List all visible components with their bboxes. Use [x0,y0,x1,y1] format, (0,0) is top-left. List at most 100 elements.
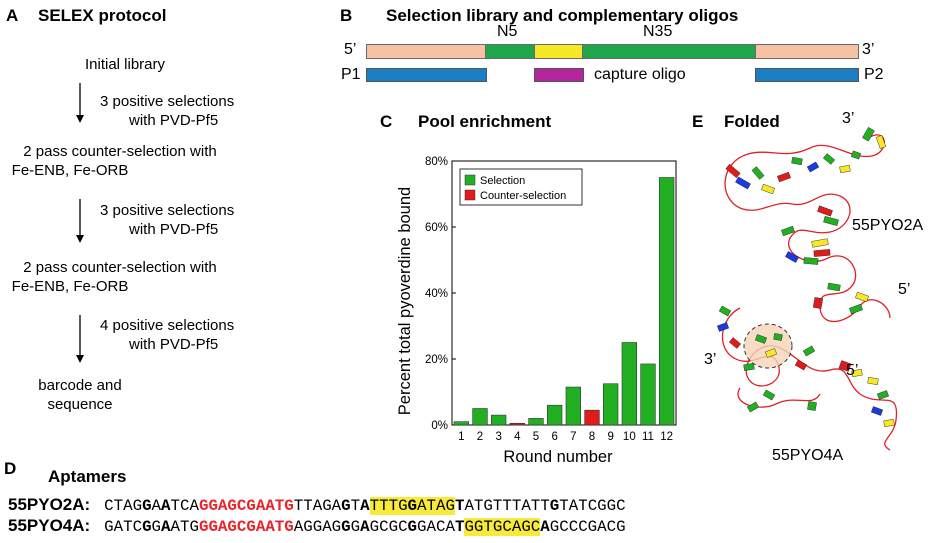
bottom-structure-end-3-label: 3’ [704,351,717,368]
flow-counter-1b: Fe-ENB, Fe-ORB [11,162,129,179]
flow-arrow-3 [76,315,84,363]
sequence-segment: G [341,497,351,515]
x-tick-label: 3 [495,431,501,443]
flow-step-positive-1a: 3 positive selections [100,93,235,110]
p1-label: P1 [341,66,361,83]
bar-selection [547,404,563,426]
sequence-segment: A [161,497,171,515]
y-tick-label: 0% [431,420,448,432]
binding-site-highlight [743,323,793,369]
bar-selection [603,383,619,426]
capture-oligo-bar [534,68,584,82]
top-structure-end-5-label: 5’ [898,281,911,298]
sequence-segment: GGAGCGAATG [198,497,294,515]
x-tick-label: 11 [642,431,654,443]
flow-arrow-2 [76,199,84,243]
p1-oligo-bar [366,68,487,82]
bar-selection [565,386,581,426]
flow-initial-library: Initial library [84,56,166,73]
bar-selection [640,363,656,426]
library-capture-site-segment [534,44,584,59]
x-tick-label: 12 [660,431,673,443]
sequence-segment: GGAGCGAATG [198,518,294,536]
p2-oligo-bar [755,68,859,82]
y-tick-label: 40% [425,288,448,300]
capture-oligo-label: capture oligo [594,66,686,83]
bar-selection [621,342,637,426]
nucleotide-blocks [717,127,895,428]
y-tick-label: 20% [425,354,448,366]
x-tick-label: 1 [458,431,464,443]
y-tick-label: 80% [425,156,448,168]
legend-label: Counter-selection [480,190,566,202]
sequence-segment: GACA [417,518,455,536]
library-primer-3-segment [755,44,859,59]
legend-swatch [464,174,476,186]
panel-a-title: SELEX protocol [38,6,167,25]
panel-c-title: Pool enrichment [418,112,552,131]
panel-b-title: Selection library and complementary olig… [386,6,739,25]
bar-selection [659,177,675,426]
aptamer-2-label: 55PYO4A: [8,516,91,535]
library-primer-5-segment [366,44,487,59]
sequence-segment: TATCGGC [559,497,626,515]
bar-selection [528,418,544,426]
sequence-segment: T [454,518,465,536]
x-axis-label: Round number [503,448,613,465]
bottom-structure-end-5-label: 5’ [846,362,859,379]
panel-d-letter: D [4,459,17,478]
flow-step-positive-3b: with PVD-Pf5 [129,336,219,353]
aptamer-1-label: 55PYO2A: [8,495,91,514]
sequence-segment: G [151,518,162,536]
p2-label: P2 [864,66,884,83]
bottom-structure-name: 55PYO4A [772,447,844,464]
flow-step-positive-3a: 4 positive selections [100,317,235,334]
sequence-segment: G [142,518,152,536]
sequence-segment: ATG [170,518,199,536]
sequence-segment: A [151,497,162,515]
aptamer-2-sequence: GATCGGAATGGGAGCGAATGAGGAGGGAGCGCGGACATGG… [95,518,626,536]
panel-a-letter: A [6,6,19,25]
library-end-5-label: 5’ [344,41,357,58]
bar-selection [472,408,488,426]
sequence-segment: T [350,497,361,515]
legend-swatch [464,189,476,201]
sequence-segment: ATGTTTATT [464,497,550,515]
panel-b-letter: B [340,6,353,25]
flow-step-positive-1b: with PVD-Pf5 [129,112,219,129]
sequence-segment: A [360,518,370,536]
sequence-segment: GCGC [369,518,408,536]
library-end-3-label: 3’ [862,41,875,58]
flow-counter-2a: 2 pass counter-selection with [23,259,217,276]
library-n5-segment [485,44,536,59]
x-tick-label: 4 [514,431,521,443]
sequence-segment: TTAGA [293,497,342,515]
bar-counter-selection [509,423,525,426]
sequence-segment: T [454,497,465,515]
sequence-segment: A [161,518,171,536]
panel-e-title: Folded [724,112,780,131]
panel-d-title: Aptamers [48,467,127,486]
sequence-segment: A [360,497,370,515]
legend-label: Selection [480,175,525,187]
sequence-segment: ATAG [417,497,455,515]
sequence-segment: G [549,497,560,515]
y-axis-label: Percent total pyoverdine bound [396,187,414,415]
flow-counter-2b: Fe-ENB, Fe-ORB [11,278,129,295]
panel-c-letter: C [380,112,393,131]
y-tick-label: 60% [425,222,448,234]
flow-arrow-1 [76,83,84,123]
sequence-segment: CTAG [104,497,143,515]
flow-sequence: sequence [47,396,113,413]
library-n35-segment [582,44,757,59]
top-structure-name: 55PYO2A [852,217,924,234]
flow-step-positive-2b: with PVD-Pf5 [129,221,219,238]
sequence-segment: G [341,518,351,536]
flow-counter-1a: 2 pass counter-selection with [23,143,217,160]
x-tick-label: 2 [477,431,483,443]
sequence-segment: A [540,518,550,536]
x-tick-label: 9 [607,431,613,443]
n35-label: N35 [643,23,673,40]
folded-structures-illustration [717,127,898,451]
